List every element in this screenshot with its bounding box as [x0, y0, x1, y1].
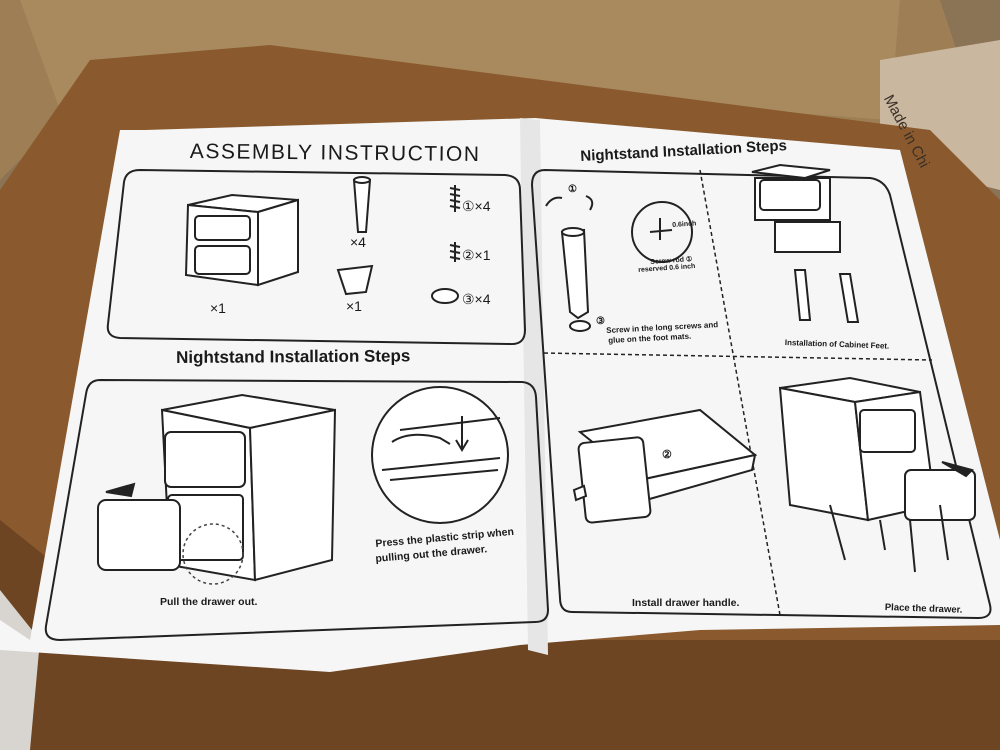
cabinet-feet-drawing [751, 163, 860, 323]
right-divider-vertical [699, 169, 781, 616]
screw-drawings [431, 185, 461, 304]
foot-mat-quantity: ③×4 [462, 291, 491, 307]
cardboard-flap [20, 0, 900, 120]
handle-drawing [336, 264, 374, 296]
detail-circle [182, 523, 244, 585]
parts-box [106, 168, 527, 346]
nightstand-drawing [97, 393, 337, 582]
left-section-title: Nightstand Installation Steps [176, 346, 411, 367]
short-screw-quantity: ②×1 [462, 247, 491, 263]
pull-drawer-caption: Pull the drawer out. [160, 596, 258, 608]
handle-quantity: ×1 [346, 298, 362, 314]
left-steps-box [44, 378, 550, 642]
callout-1: ① [568, 184, 577, 195]
right-divider-horizontal [543, 352, 933, 361]
zoom-detail-drawing [371, 386, 509, 524]
leg-drawing [352, 176, 372, 233]
drawer-handle-drawing [572, 408, 758, 524]
right-steps-box [530, 168, 992, 620]
sheet-fold-shadow [520, 118, 548, 655]
legs-quantity: ×4 [350, 234, 366, 250]
wooden-surface-shade [0, 520, 1000, 750]
place-drawer-drawing [778, 376, 976, 573]
callout-3: ③ [596, 316, 605, 327]
cabinet-drawing [184, 193, 299, 287]
cabinet-quantity: ×1 [210, 300, 226, 316]
long-screw-quantity: ①×4 [462, 198, 491, 214]
right-leg-drawing [545, 195, 693, 332]
drawer-handle-caption: Install drawer handle. [632, 597, 740, 609]
callout-2: ② [662, 449, 672, 461]
document-title: ASSEMBLY INSTRUCTION [189, 140, 481, 167]
